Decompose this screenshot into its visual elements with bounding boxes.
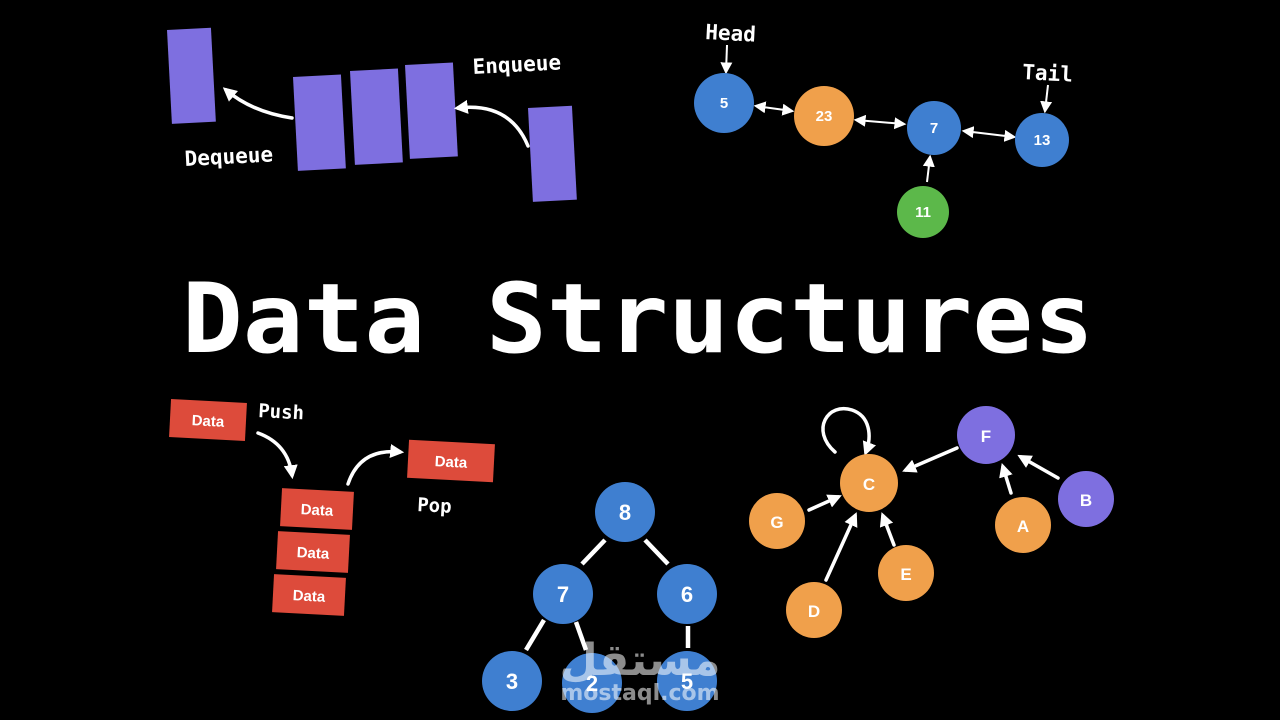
stack-item: Data <box>280 488 354 530</box>
list-node-label: 13 <box>1034 132 1051 149</box>
graph-node-f <box>957 406 1015 464</box>
list-node-5 <box>694 73 754 133</box>
pop-arrow <box>346 444 405 486</box>
link-11-7 <box>922 154 935 183</box>
link-5-23 <box>753 101 795 116</box>
tree-node-label: 6 <box>681 582 693 607</box>
stack-pushed-item: Data <box>169 399 247 441</box>
tree-node-label: 8 <box>619 500 631 525</box>
tree-edge <box>524 618 546 652</box>
graph-node-label: B <box>1080 491 1092 510</box>
tree-node-label: 2 <box>586 671 598 696</box>
list-node-13 <box>1015 113 1069 167</box>
tree-edge <box>643 538 670 566</box>
graph-node-c <box>840 454 898 512</box>
graph-node-g <box>749 493 805 549</box>
tree-node-label: 3 <box>506 669 518 694</box>
graph-node-label: C <box>863 475 875 494</box>
stack-popped-item: Data <box>407 439 495 483</box>
dequeue-arrow <box>222 87 294 120</box>
graph-node-label: A <box>1017 517 1029 536</box>
tree-node-8 <box>595 482 655 542</box>
head-pointer-arrow <box>720 44 733 75</box>
pop-label: Pop <box>417 494 452 518</box>
graph-node-d <box>786 582 842 638</box>
graph-edge-a-f <box>999 462 1013 495</box>
queue-diagram: Enqueue Dequeue <box>167 27 577 202</box>
tree-edge <box>580 538 607 566</box>
queue-block <box>293 74 346 171</box>
list-node-label: 7 <box>930 120 938 137</box>
tail-pointer-arrow <box>1040 84 1053 114</box>
enqueue-arrow <box>453 99 530 148</box>
tree-node-6 <box>657 564 717 624</box>
enqueue-label: Enqueue <box>472 50 562 79</box>
graph-node-label: E <box>900 565 911 584</box>
graph-node-label: G <box>770 513 783 532</box>
list-node-11 <box>897 186 949 238</box>
tree-node-5 <box>657 651 717 711</box>
push-label: Push <box>258 400 305 424</box>
dequeue-label: Dequeue <box>184 142 274 171</box>
watermark-latin: mostaql.com <box>560 681 719 706</box>
graph-node-b <box>1058 471 1114 527</box>
graph-node-e <box>878 545 934 601</box>
watermark-arabic: مستقل <box>560 635 721 686</box>
graph-edge-e-c <box>879 512 896 547</box>
list-node-23 <box>794 86 854 146</box>
graph-edge-g-c <box>807 494 842 512</box>
tree-node-2 <box>562 653 622 713</box>
graph-diagram: C F G D E A B <box>749 406 1114 638</box>
push-arrow <box>256 431 298 480</box>
tree-node-3 <box>482 651 542 711</box>
tree-node-label: 5 <box>681 669 693 694</box>
list-node-label: 23 <box>816 108 833 125</box>
queue-block <box>405 62 458 159</box>
list-node-label: 11 <box>915 204 931 221</box>
queue-enqueued-block <box>528 105 577 202</box>
graph-self-loop-c <box>821 406 876 456</box>
stack-item-label: Data <box>296 544 330 563</box>
page-title: Data Structures <box>182 263 1094 375</box>
graph-edge-d-c <box>824 512 858 582</box>
watermark: مستقل mostaql.com <box>560 635 721 706</box>
stack-diagram: Data Data Data Data Data Push Pop <box>169 399 495 616</box>
binary-tree-diagram: 8 7 6 3 2 5 <box>482 482 717 713</box>
list-node-label: 5 <box>720 95 728 112</box>
link-7-13 <box>961 126 1017 142</box>
tree-node-7 <box>533 564 593 624</box>
graph-node-label: D <box>808 602 820 621</box>
stack-item-label: Data <box>292 587 326 606</box>
tail-label: Tail <box>1022 60 1074 87</box>
stack-item-label: Data <box>300 501 334 520</box>
queue-dequeued-block <box>167 27 216 124</box>
linked-list-diagram: 5 23 7 13 11 Head Tail <box>694 20 1074 238</box>
stack-item: Data <box>272 574 346 616</box>
graph-node-a <box>995 497 1051 553</box>
link-23-7 <box>853 114 907 130</box>
stack-item-label: Data <box>191 412 225 431</box>
stack-item-label: Data <box>434 453 468 472</box>
queue-block <box>350 68 403 165</box>
tree-edge <box>573 621 589 651</box>
tree-node-label: 7 <box>557 582 569 607</box>
graph-edge-f-c <box>902 446 959 473</box>
head-label: Head <box>705 20 757 47</box>
graph-edge-b-f <box>1017 454 1060 480</box>
stack-item: Data <box>276 531 350 573</box>
graph-node-label: F <box>981 427 991 446</box>
list-node-7 <box>907 101 961 155</box>
